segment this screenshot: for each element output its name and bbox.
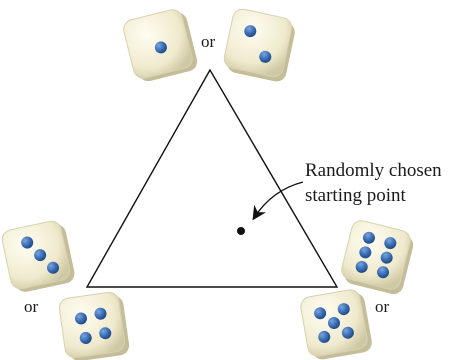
die-icon: [339, 219, 417, 297]
die-icon: [58, 291, 130, 360]
or-label-top: or: [201, 32, 216, 51]
or-label-bottom-left: or: [24, 297, 39, 316]
starting-point-dot-icon: [237, 227, 245, 235]
die-icon: [299, 288, 373, 360]
caption-line-1: Randomly chosen: [305, 160, 442, 181]
caption-line-2: starting point: [305, 185, 407, 206]
die-icon: [222, 7, 298, 83]
die-icon: [122, 7, 200, 85]
triangle: [87, 70, 337, 287]
die-icon: [0, 219, 76, 295]
or-label-bottom-right: or: [375, 297, 390, 316]
